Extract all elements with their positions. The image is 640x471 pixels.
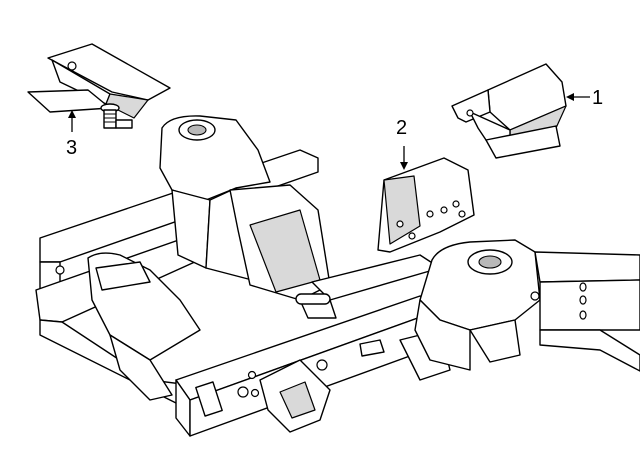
- part-1-mount-insulator: [451, 63, 567, 159]
- frame-cradle: [35, 115, 640, 437]
- callout-leaders: [68, 93, 590, 170]
- callout-1-label: 1: [592, 87, 603, 109]
- callout-3-label: 3: [66, 137, 77, 159]
- part-3-mount-insulator: [27, 43, 171, 129]
- part-2-bracket: [377, 157, 475, 253]
- callout-2-label: 2: [396, 117, 407, 139]
